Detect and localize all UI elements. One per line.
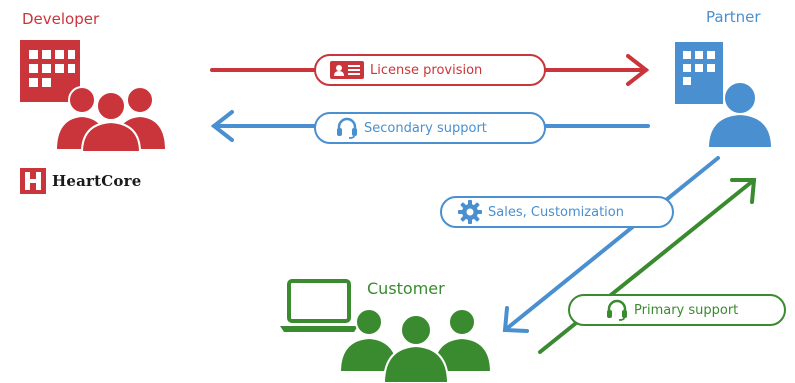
headset-icon (607, 299, 627, 321)
brand-name: HeartCore (52, 172, 142, 190)
primary-support-pill: Primary support (568, 294, 786, 326)
primary-support-label: Primary support (634, 302, 739, 318)
partner-label: Partner (706, 8, 761, 26)
sales-customization-label: Sales, Customization (488, 204, 624, 220)
laptop-icon (280, 279, 358, 332)
secondary-support-pill: Secondary support (314, 112, 546, 144)
developer-team-icon (54, 86, 168, 153)
sales-customization-pill: Sales, Customization (440, 196, 674, 228)
heartcore-logo: HeartCore (20, 168, 141, 194)
headset-icon (337, 117, 357, 139)
secondary-support-label: Secondary support (364, 120, 487, 136)
heartcore-logo-mark (20, 168, 46, 194)
license-provision-pill: License provision (314, 54, 546, 86)
sales-customization-arrow (502, 156, 720, 333)
developer-building-icon (20, 40, 80, 102)
partner-building-icon (675, 42, 723, 104)
developer-label: Developer (22, 10, 100, 28)
customer-label: Customer (367, 279, 445, 298)
gear-icon (458, 200, 482, 224)
license-provision-label: License provision (370, 62, 483, 78)
partner-person-icon (706, 81, 774, 149)
customer-team-icon (338, 308, 493, 383)
license-card-icon (330, 61, 364, 79)
